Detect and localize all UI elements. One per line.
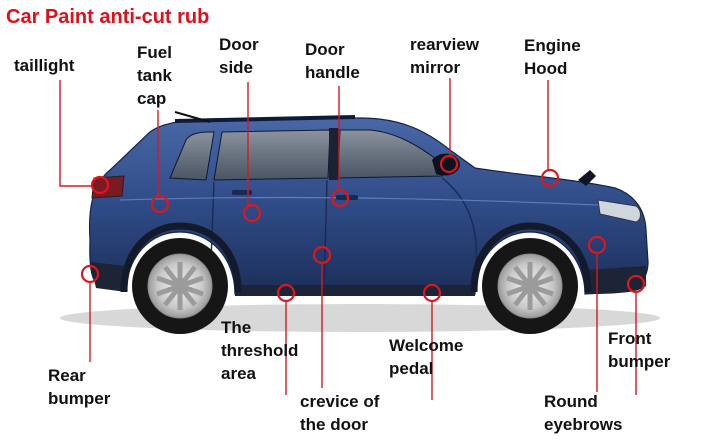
rear-wheel-arch	[120, 222, 242, 293]
spot-engine-hood	[540, 168, 560, 188]
rear-wheel	[132, 238, 228, 334]
spot-front-bumper	[626, 274, 646, 294]
label-threshold-area: The threshold area	[221, 318, 299, 383]
hood-ornament	[578, 170, 596, 186]
front-wheel	[482, 238, 578, 334]
spot-fuel-tank-cap	[150, 194, 170, 214]
spot-rear-bumper	[80, 264, 100, 284]
label-rear-bumper: Rear bumper	[48, 366, 111, 408]
spot-taillight	[90, 175, 110, 195]
label-fuel-tank-cap: Fuel tank cap	[137, 43, 172, 108]
label-door-side: Door side	[219, 35, 259, 77]
front-wheel-arch	[470, 222, 592, 293]
spot-threshold-area	[276, 283, 296, 303]
label-round-eyebrows: Round eyebrows	[544, 392, 623, 434]
label-taillight: taillight	[14, 56, 75, 75]
spot-rearview-mirror	[439, 154, 459, 174]
label-engine-hood: Engine Hood	[524, 36, 581, 78]
label-crevice-of-door: crevice of the door	[300, 392, 380, 434]
b-pillar	[329, 128, 339, 180]
headlight	[597, 199, 641, 223]
door-line	[441, 177, 477, 263]
spot-door-handle	[330, 188, 350, 208]
front-bumper-lower	[585, 266, 646, 294]
spot-door-side	[242, 203, 262, 223]
page-title: Car Paint anti-cut rub	[6, 6, 210, 28]
rear-quarter-window	[169, 131, 215, 181]
spot-crevice-of-door	[312, 245, 332, 265]
rear-door-handle	[232, 190, 252, 195]
rear-bumper-lower	[90, 262, 126, 292]
label-door-handle: Door handle	[305, 40, 360, 82]
spot-welcome-pedal	[422, 283, 442, 303]
spot-round-eyebrows	[587, 235, 607, 255]
leader-taillight	[59, 80, 92, 187]
label-rearview-mirror: rearview mirror	[410, 35, 479, 77]
label-welcome-pedal: Welcome pedal	[389, 336, 464, 378]
label-front-bumper: Front bumper	[608, 329, 671, 371]
antenna	[174, 111, 211, 123]
